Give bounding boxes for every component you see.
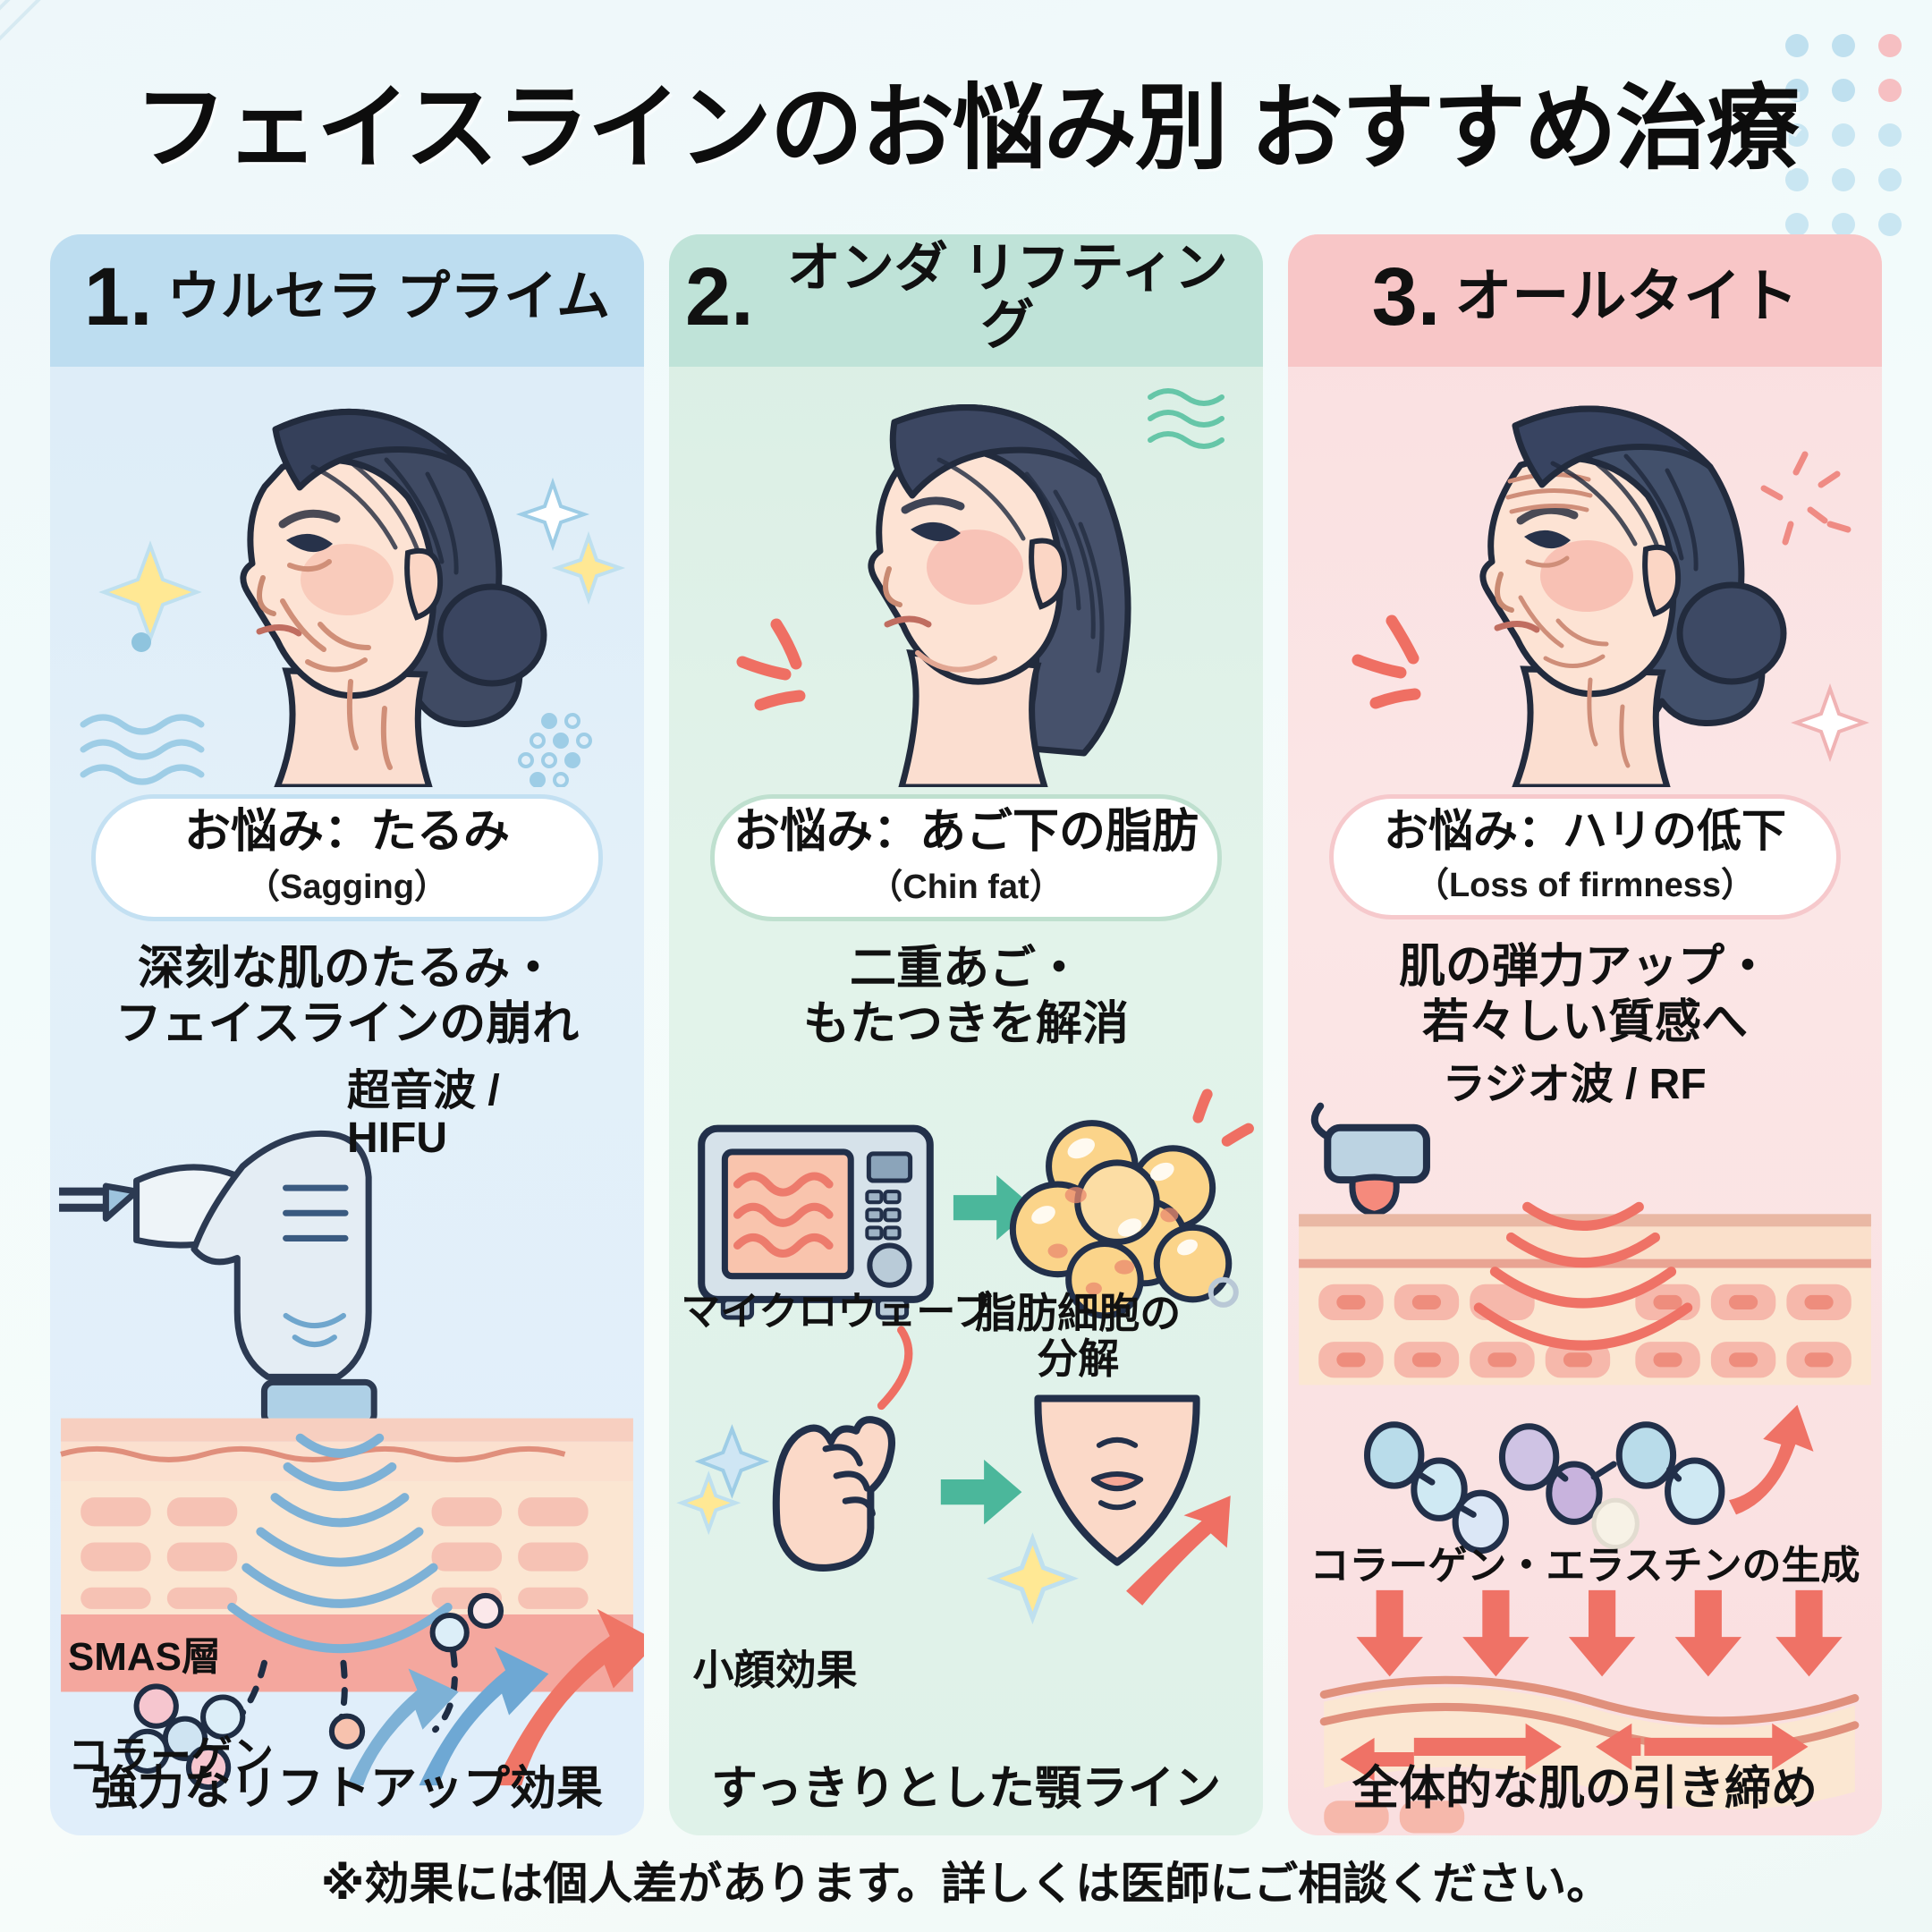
treatment-card-ultherа-prime[interactable]: 1. ウルセラ プライム: [50, 234, 644, 1835]
dot: [1785, 34, 1809, 57]
subhead-3: 肌の弾力アップ・ 若々しい質感へ: [1398, 940, 1771, 1048]
result-label-1: 強力なリフトアップ効果: [90, 1763, 603, 1815]
card-number-3: 3.: [1371, 251, 1441, 343]
dot: [1832, 79, 1855, 102]
concern-pill-2: お悩み：あご下の脂肪 （Chin fat）: [710, 794, 1222, 921]
dot: [1878, 168, 1902, 191]
subhead-2: 二重あご・ もたつきを解消: [802, 942, 1129, 1050]
diagram-rf-collagen: ラジオ波 / RF コラーゲン・エラスチンの生成: [1288, 1050, 1882, 1835]
device-label-hifu: 超音波 / HIFU: [347, 1066, 500, 1162]
concern-label-en-3: （Loss of firmness）: [1414, 866, 1756, 904]
result-label-3: 全体的な肌の引き締め: [1352, 1763, 1818, 1815]
portrait-illustration-chin-fat: [669, 367, 1263, 787]
dot: [1832, 34, 1855, 57]
concern-label-ja-2: お悩み：あご下の脂肪: [733, 806, 1199, 858]
diagram-hifu: 超音波 / HIFU SMAS層 コラーゲン: [50, 1052, 644, 1835]
smas-layer-label: SMAS層: [67, 1634, 222, 1679]
treatment-columns: 1. ウルセラ プライム: [50, 234, 1882, 1835]
dot: [1785, 213, 1809, 236]
dot: [1878, 123, 1902, 147]
concern-pill-1: お悩み：たるみ （Sagging）: [91, 794, 603, 921]
collagen-elastin-label: コラーゲン・エラスチンの生成: [1309, 1544, 1860, 1589]
diagram-microwave-fat: マイクロウェーブ 脂肪細胞の 分解 小顔効果: [669, 1052, 1263, 1835]
portrait-illustration-firmness: [1288, 367, 1882, 787]
microwave-label: マイクロウェーブ: [681, 1290, 993, 1335]
dot-accent: [1878, 79, 1902, 102]
collagen-label-1: コラーゲン: [67, 1733, 274, 1780]
fat-breakdown-label: 脂肪細胞の 分解: [975, 1290, 1182, 1383]
result-label-2: すっきりとした顎ライン: [711, 1763, 1221, 1815]
card-header-3: 3. オールタイト: [1288, 234, 1882, 367]
treatment-card-all-tight[interactable]: 3. オールタイト: [1288, 234, 1882, 1835]
dot: [1785, 79, 1809, 102]
dot: [1832, 168, 1855, 191]
concern-label-ja-1: お悩み：たるみ: [183, 806, 510, 858]
dot: [1785, 168, 1809, 191]
dot: [1878, 213, 1902, 236]
concern-label-ja-3: お悩み：ハリの低下: [1384, 806, 1786, 856]
concern-pill-3: お悩み：ハリの低下 （Loss of firmness）: [1329, 794, 1841, 919]
card-header-1: 1. ウルセラ プライム: [50, 234, 644, 367]
card-number-2: 2.: [685, 251, 754, 343]
card-name-2: オンダ リフティング: [786, 238, 1228, 355]
dot: [1832, 123, 1855, 147]
rf-label: ラジオ波 / RF: [1442, 1061, 1707, 1109]
subhead-1: 深刻な肌のたるみ・ フェイスラインの崩れ: [114, 942, 580, 1050]
dot: [1832, 213, 1855, 236]
card-name-1: ウルセラ プライム: [166, 267, 611, 327]
card-number-1: 1.: [83, 251, 153, 343]
page-title: フェイスラインのお悩み別 おすすめ治療: [134, 77, 1800, 181]
card-name-3: オールタイト: [1454, 264, 1799, 329]
concern-label-en-2: （Chin fat）: [869, 868, 1063, 906]
treatment-card-onda-lifting[interactable]: 2. オンダ リフティング: [669, 234, 1263, 1835]
dot: [1785, 123, 1809, 147]
small-face-effect-label: 小顔効果: [692, 1646, 858, 1693]
card-header-2: 2. オンダ リフティング: [669, 234, 1263, 367]
dot-accent: [1878, 34, 1902, 57]
portrait-illustration-sagging: [50, 367, 644, 787]
disclaimer-footer: ※効果には個人差があります。詳しくは医師にご相談ください。: [320, 1859, 1612, 1909]
concern-label-en-1: （Sagging）: [246, 868, 448, 906]
dot-grid-decoration: [1785, 34, 1902, 236]
